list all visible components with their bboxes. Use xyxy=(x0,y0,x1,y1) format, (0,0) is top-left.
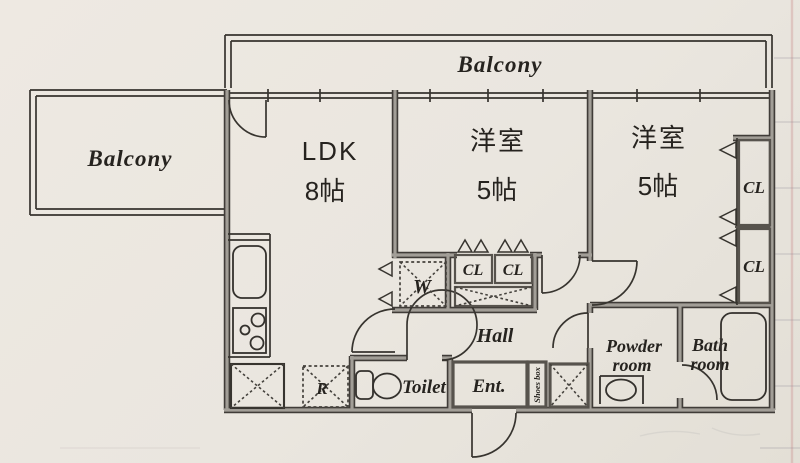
bedroom-right-door xyxy=(591,260,638,306)
kitchen-sink xyxy=(232,245,267,299)
bath-door xyxy=(681,364,718,401)
balcony-door xyxy=(228,99,267,138)
balcony-top: Balcony xyxy=(224,34,773,88)
entrance-label: Ent. xyxy=(471,376,505,397)
closets-right: CL CL xyxy=(718,138,772,305)
ldk-hall-door xyxy=(351,308,396,353)
ldk-name: LDK xyxy=(302,136,359,166)
vanity-counter xyxy=(599,375,644,404)
kitchen: R xyxy=(228,233,349,410)
bath-room: Bath room xyxy=(690,312,767,401)
toilet-tank xyxy=(355,370,374,400)
folding-door-icon xyxy=(496,238,514,253)
room-bedroom-right: 洋室 5帖 xyxy=(631,123,687,201)
bath-room-label-1: Bath xyxy=(691,335,728,355)
closet-right-upper-label: CL xyxy=(743,178,765,197)
entrance-area: Ent. Shoes box xyxy=(451,360,590,409)
bedroom-right-name: 洋室 xyxy=(631,123,687,153)
entrance-storage-box xyxy=(548,362,590,409)
room-bedroom-mid: 洋室 5帖 xyxy=(470,126,526,205)
toilet-bowl xyxy=(372,372,402,400)
toilet-room: Toilet xyxy=(355,370,447,400)
entrance-door xyxy=(471,412,517,458)
bedroom-mid-door xyxy=(541,254,581,294)
closet-mid-right-label: CL xyxy=(503,262,524,279)
folding-door-icon xyxy=(512,238,530,253)
refrigerator-space: R xyxy=(302,365,349,408)
closet-right-lower-label: CL xyxy=(743,257,765,276)
bedroom-right-size: 5帖 xyxy=(638,171,678,201)
hall-label: Hall xyxy=(476,325,514,347)
powder-room: Powder room xyxy=(599,336,663,404)
folding-door-icon xyxy=(377,290,393,308)
folding-door-icon xyxy=(718,228,737,248)
bedroom-mid-name: 洋室 xyxy=(470,126,526,156)
folding-door-icon xyxy=(456,238,474,253)
shoes-box-label: Shoes box xyxy=(532,366,542,402)
closet-mid-left-label: CL xyxy=(463,262,484,279)
powder-room-label-1: Powder xyxy=(605,336,663,356)
powder-room-label-2: room xyxy=(612,355,651,375)
bath-room-label-2: room xyxy=(690,354,729,374)
bathtub xyxy=(720,312,767,401)
folding-door-icon xyxy=(718,285,737,305)
window-wall xyxy=(227,89,770,102)
stove xyxy=(232,307,267,354)
kitchen-storage-box xyxy=(229,362,286,410)
balcony-left: Balcony xyxy=(29,89,227,216)
paper-texture xyxy=(60,0,800,463)
folding-door-icon xyxy=(718,140,737,160)
folding-door-icon xyxy=(472,238,490,253)
refrigerator-label: R xyxy=(315,379,327,398)
toilet-label: Toilet xyxy=(402,377,446,398)
toilet-door xyxy=(406,289,478,361)
washer-closet: W xyxy=(377,260,447,308)
room-ldk: LDK 8帖 xyxy=(302,136,359,206)
powder-room-door xyxy=(552,312,589,349)
balcony-left-label: Balcony xyxy=(87,146,173,171)
washer-label: W xyxy=(413,276,432,298)
powder-sink xyxy=(605,378,637,402)
closets-mid: CL CL xyxy=(453,238,534,308)
ldk-size: 8帖 xyxy=(305,176,345,206)
balcony-top-label: Balcony xyxy=(457,52,543,77)
bedroom-mid-size: 5帖 xyxy=(477,175,517,205)
folding-door-icon xyxy=(718,207,737,227)
folding-door-icon xyxy=(377,260,393,278)
doors xyxy=(228,99,718,458)
